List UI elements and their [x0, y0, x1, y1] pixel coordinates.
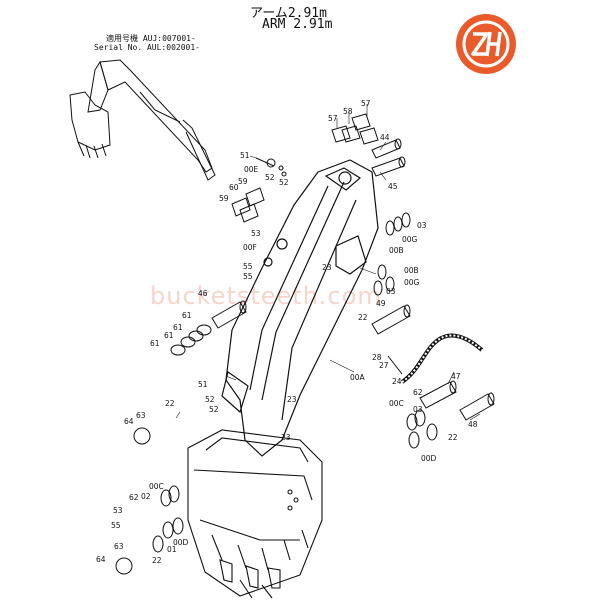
caps-64 [115, 427, 151, 575]
callout-00E: 00E [244, 165, 259, 174]
callout-58: 58 [343, 107, 353, 116]
callout-02: 02 [141, 492, 151, 501]
callout-52b: 52 [279, 178, 289, 187]
callout-00Cb: 00C [149, 482, 164, 491]
callout-00C: 00C [389, 399, 404, 408]
bucket [187, 429, 323, 599]
pin-48 [459, 392, 495, 421]
callout-labels: 57 58 57 44 45 51 00E 52 52 60 59 59 03 … [96, 99, 478, 565]
seal-rings-right-upper [373, 212, 411, 296]
callout-23b: 23 [287, 395, 297, 404]
pin-44-45 [371, 138, 406, 177]
callout-47: 47 [451, 372, 461, 381]
callout-27: 27 [379, 361, 389, 370]
callout-48: 48 [468, 420, 478, 429]
shims-59-60 [231, 187, 265, 223]
shims-61 [170, 324, 212, 356]
serial-applicable-line: 適用号機 AUJ:007001- [106, 34, 196, 43]
callout-46: 46 [198, 289, 208, 298]
leader-lines [175, 104, 481, 421]
callout-00Bb: 00B [404, 266, 419, 275]
callout-23a: 23 [322, 263, 332, 272]
callout-00Db: 00D [173, 538, 189, 547]
seal-rings-left-lower [152, 485, 184, 553]
callout-63a: 63 [136, 411, 146, 420]
shims-57-58 [331, 113, 379, 145]
callout-57a: 57 [328, 114, 338, 123]
pin-47 [419, 380, 457, 409]
callout-53b: 53 [113, 506, 123, 515]
callout-03c: 03 [413, 405, 423, 414]
callout-03a: 03 [417, 221, 427, 230]
callout-00F: 00F [243, 243, 257, 252]
zh-logo-icon [462, 20, 510, 68]
callout-51b: 51 [198, 380, 208, 389]
callout-55a: 55 [243, 262, 253, 271]
callout-64b: 64 [96, 555, 106, 564]
callout-61a: 61 [182, 311, 192, 320]
arm-body [221, 159, 379, 457]
callout-61b: 61 [173, 323, 183, 332]
callout-61d: 61 [150, 339, 160, 348]
seal-rings-right-lower [406, 409, 438, 449]
callout-52c: 52 [205, 395, 215, 404]
callout-53: 53 [251, 229, 261, 238]
serial-number-line: Serial No. AUL:002001- [94, 43, 200, 52]
callout-45: 45 [388, 182, 398, 191]
pin-49 [371, 304, 411, 335]
callout-51a: 51 [240, 151, 250, 160]
callout-62b: 62 [129, 493, 139, 502]
callout-59b: 59 [219, 194, 229, 203]
title-english: ARM 2.91m [262, 17, 333, 32]
callout-22a: 22 [358, 313, 368, 322]
bolt-51-top [255, 157, 287, 177]
callout-22c: 22 [448, 433, 458, 442]
callout-24: 24 [392, 377, 402, 386]
callout-44: 44 [380, 133, 390, 142]
callout-52d: 52 [209, 405, 219, 414]
callout-55c: 55 [111, 521, 121, 530]
callout-64a: 64 [124, 417, 134, 426]
callout-00G: 00G [402, 235, 418, 244]
callout-59a: 59 [238, 177, 248, 186]
callout-22b: 22 [165, 399, 175, 408]
zh-logo [456, 14, 516, 74]
callout-00Gb: 00G [404, 278, 420, 287]
callout-61c: 61 [164, 331, 174, 340]
callout-60: 60 [229, 183, 239, 192]
callout-52a: 52 [265, 173, 275, 182]
callout-49: 49 [376, 299, 386, 308]
callout-57b: 57 [361, 99, 371, 108]
callout-28: 28 [372, 353, 382, 362]
callout-55b: 55 [243, 272, 253, 281]
callout-03b: 03 [386, 287, 396, 296]
hydraulic-hose-24 [387, 333, 484, 384]
callout-00B: 00B [389, 246, 404, 255]
callout-01: 01 [167, 545, 177, 554]
title-japanese: アーム2.91m [250, 6, 327, 21]
callout-00D: 00D [421, 454, 437, 463]
callout-23c: 23 [281, 433, 291, 442]
callout-22d: 22 [152, 556, 162, 565]
callout-00A: 00A [350, 373, 366, 382]
machine-overview-sketch [69, 59, 216, 181]
pin-46 [211, 300, 247, 329]
callout-63b: 63 [114, 542, 124, 551]
watermark: bucketsteeth.com [150, 282, 382, 310]
callout-62a: 62 [413, 388, 423, 397]
